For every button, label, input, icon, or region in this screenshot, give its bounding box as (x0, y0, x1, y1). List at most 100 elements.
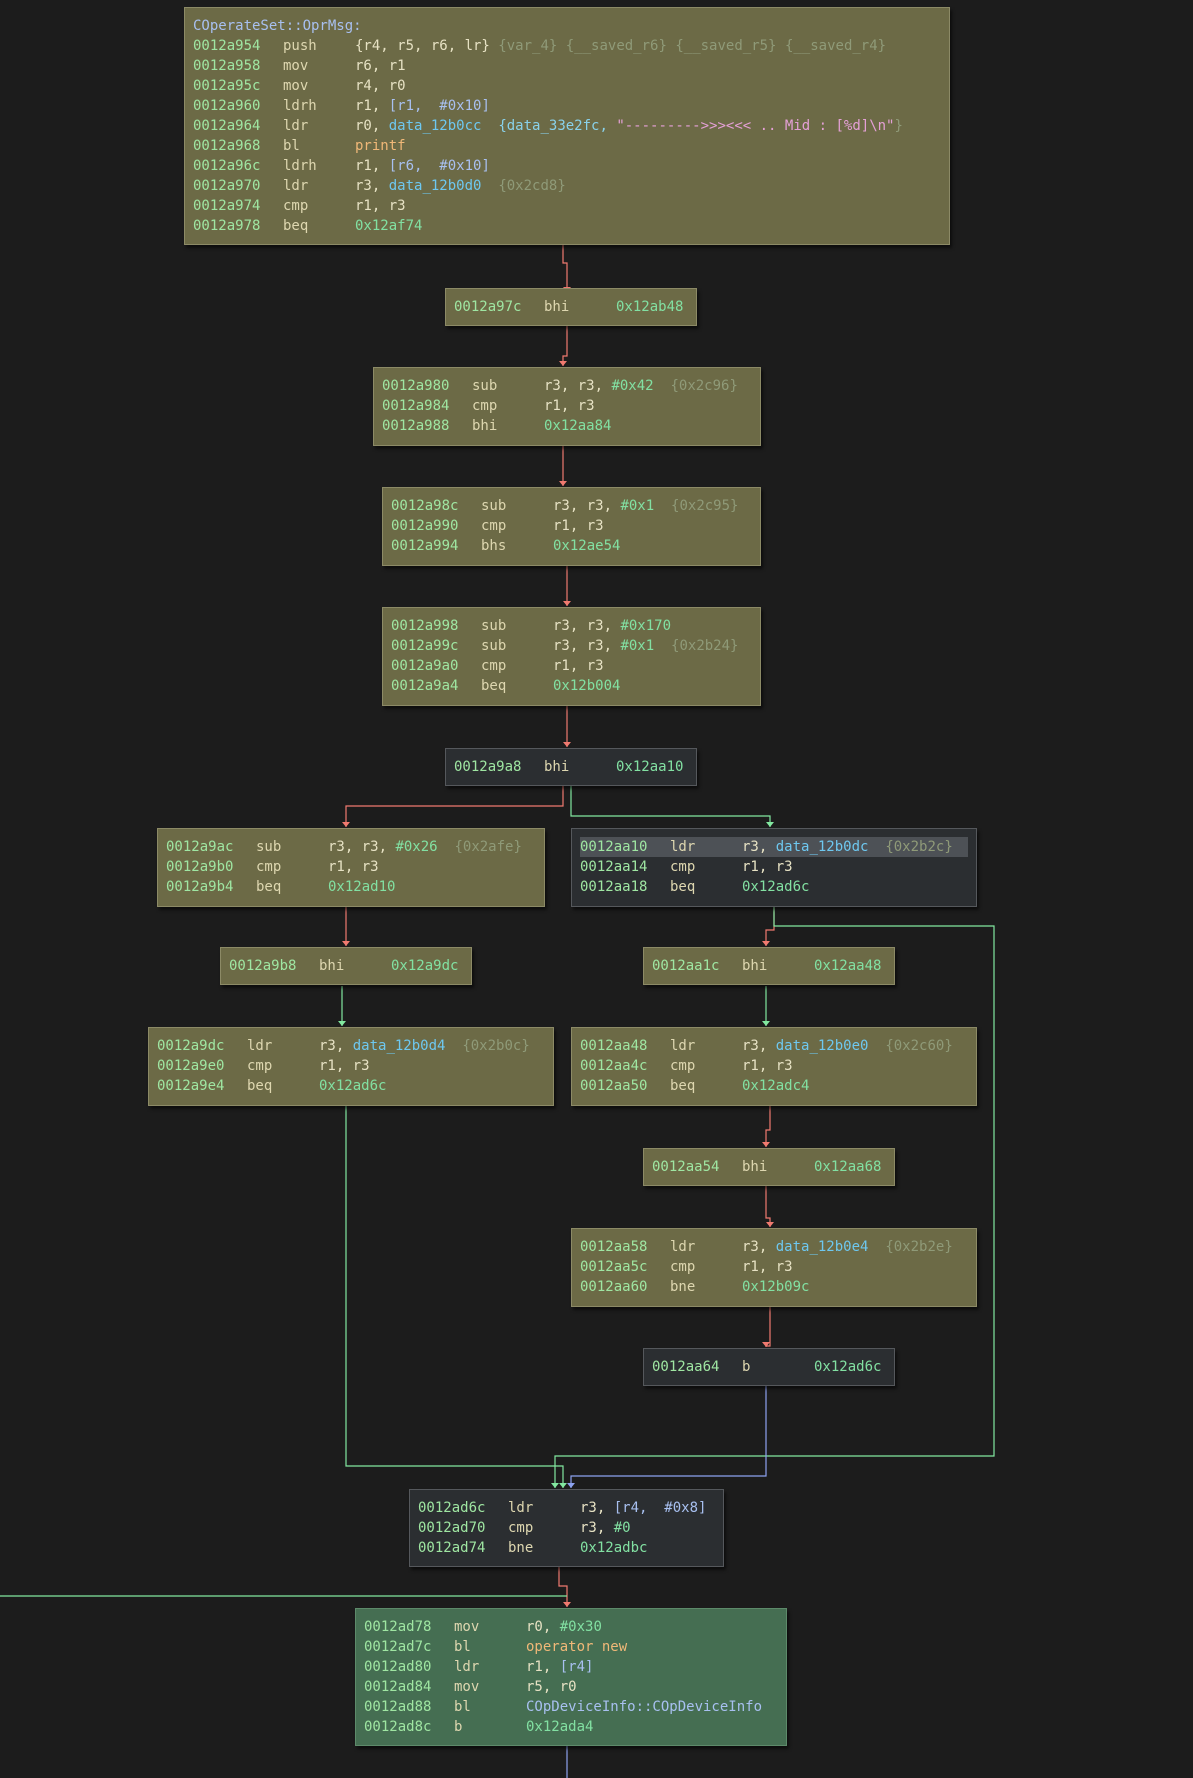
edge-false (558, 1566, 568, 1607)
data-symbol-link[interactable]: data_12b0e0 (775, 1038, 869, 1054)
edge-false (765, 1306, 771, 1347)
branch-target-link[interactable]: 0x12aa68 (814, 1159, 882, 1175)
edge-false (562, 324, 568, 366)
branch-target-link[interactable]: 0x12a9dc (391, 958, 459, 974)
branch-target-link[interactable]: 0x12ad10 (328, 879, 396, 895)
branch-target-link[interactable]: 0x12ad6c (319, 1078, 387, 1094)
call-target-link[interactable]: operator new (526, 1639, 628, 1655)
edge-false (562, 245, 568, 287)
branch-target-link[interactable]: 0x12ad6c (742, 879, 810, 895)
branch-target-link[interactable]: 0x12b09c (742, 1279, 810, 1295)
data-symbol-link[interactable]: data_12b0cc (388, 118, 482, 134)
branch-target-link[interactable]: 0x12aa10 (616, 759, 684, 775)
data-symbol-link[interactable]: data_12b0e4 (775, 1239, 869, 1255)
branch-target-link[interactable]: 0x12aa48 (814, 958, 882, 974)
branch-target-link[interactable]: 0x12ada4 (526, 1719, 594, 1735)
branch-target-link[interactable]: 0x12ae54 (553, 538, 621, 554)
edge-unconditional (570, 1386, 767, 1488)
branch-target-link[interactable]: 0x12af74 (355, 218, 423, 234)
data-symbol-link[interactable]: data_12b0dc (775, 839, 869, 855)
call-target-link[interactable]: printf (355, 138, 406, 154)
branch-target-link[interactable]: 0x12adbc (580, 1540, 648, 1556)
edge-false (765, 1106, 771, 1147)
branch-target-link[interactable]: 0x12aa84 (544, 418, 612, 434)
branch-target-link[interactable]: 0x12adc4 (742, 1078, 810, 1094)
branch-target-link[interactable]: 0x12ad6c (814, 1359, 882, 1375)
edge-true (554, 906, 995, 1488)
data-symbol-link[interactable]: data_12b0d4 (352, 1038, 446, 1054)
branch-target-link[interactable]: 0x12b004 (553, 678, 621, 694)
call-target-link[interactable]: COpDeviceInfo::COpDeviceInfo (526, 1699, 763, 1715)
branch-target-link[interactable]: 0x12ab48 (616, 299, 684, 315)
data-symbol-link[interactable]: data_12b0d0 (388, 178, 482, 194)
